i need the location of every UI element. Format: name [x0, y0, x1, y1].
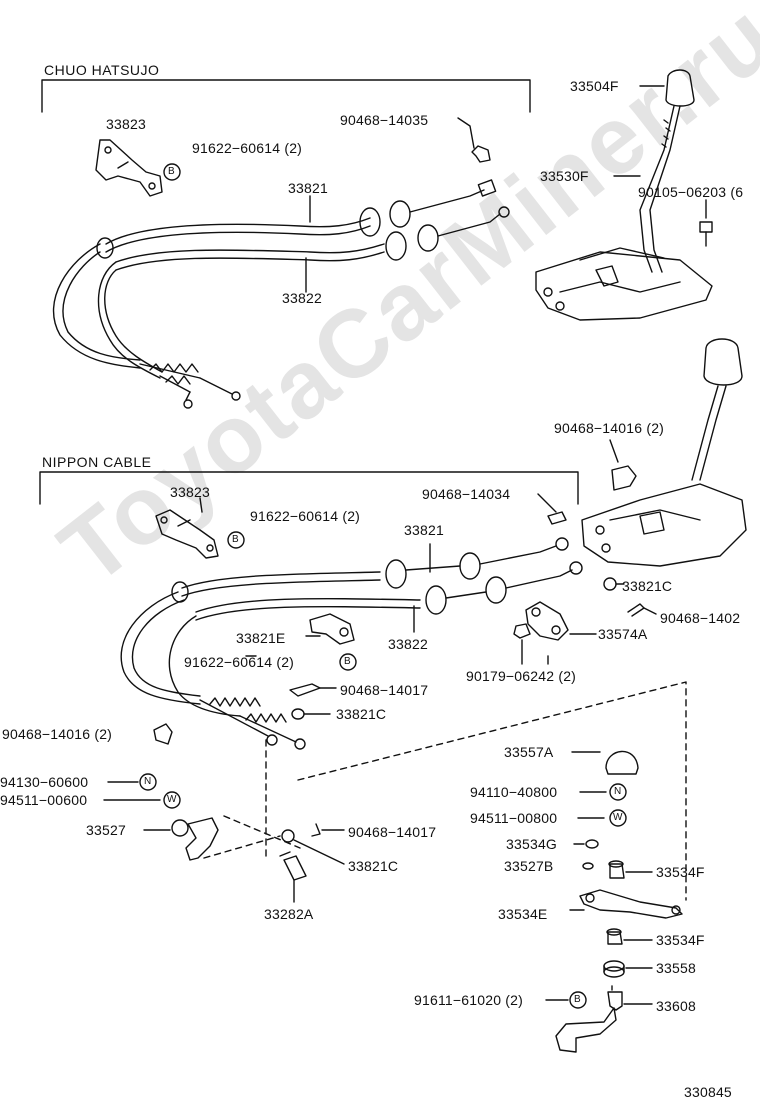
part-label-90179: 90179−06242 (2) [466, 668, 577, 684]
bushing-33527B [582, 862, 594, 870]
shifter-base-top [535, 247, 713, 321]
part-label-91622: 91622−60614 (2) [184, 654, 295, 670]
part-label-33821: 33821 [288, 180, 328, 196]
part-label-33822: 33822 [388, 636, 428, 652]
part-label-33821E: 33821E [236, 630, 286, 646]
part-label-91611: 91611−61020 (2) [414, 992, 523, 1008]
clip-90468-14017-b [311, 823, 345, 837]
part-label-91622: 91622−60614 (2) [192, 140, 303, 156]
lever-33527 [143, 817, 219, 861]
grommet-33821C-a [291, 708, 331, 720]
part-label-94130: 94130−60600 [0, 774, 89, 790]
part-label-90468-14017: 90468−14017 [348, 824, 437, 840]
cable-33822-top [97, 206, 510, 409]
bushing-33534F-b [606, 928, 653, 945]
part-label-33530F: 33530F [540, 168, 589, 184]
symbol-circles [139, 163, 627, 1009]
pin-detail-33282A [279, 851, 291, 857]
grommet-33821C-b [281, 829, 345, 865]
part-label-33534G: 33534G [506, 836, 558, 852]
clip-90468-14016-right [609, 439, 637, 491]
clip-90468-14017-a [289, 683, 337, 697]
washer-33534G [585, 839, 599, 849]
lever-33534E [569, 889, 683, 919]
part-label-33527B: 33527B [504, 858, 554, 874]
diagram-number: 330845 [684, 1084, 732, 1100]
symbol-b: B [168, 166, 175, 177]
symbol-b: B [574, 994, 581, 1005]
nut-90179 [513, 623, 531, 665]
part-label-91622: 91622−60614 (2) [250, 508, 361, 524]
clip-33821E [305, 613, 355, 645]
symbol-w: W [613, 812, 623, 823]
symbol-n: N [614, 786, 622, 797]
part-label-33821C: 33821C [336, 706, 387, 722]
part-label-33558: 33558 [656, 960, 696, 976]
knob-33504F [639, 69, 695, 107]
bracket-33823-mid [155, 497, 219, 559]
part-label-33534E: 33534E [498, 906, 548, 922]
part-label-33534F: 33534F [656, 864, 705, 880]
bushing-33534F-a [608, 860, 653, 879]
part-label-33821: 33821 [404, 522, 444, 538]
part-label-90468-14035: 90468−14035 [340, 112, 429, 128]
part-label-33823: 33823 [106, 116, 146, 132]
grommet-33821C-right [603, 577, 625, 591]
knob-right-mid [703, 338, 743, 386]
part-label-94511-00600: 94511−00600 [0, 792, 88, 808]
part-label-33823: 33823 [170, 484, 210, 500]
symbol-n: N [144, 776, 152, 787]
part-label-33821C: 33821C [622, 578, 673, 594]
cable-33821-top [52, 179, 497, 401]
part-label-90468-14016-left: 90468−14016 (2) [2, 726, 113, 742]
section-title-chuo: CHUO HATSUJO [44, 62, 160, 78]
part-label-33608: 33608 [656, 998, 696, 1014]
part-label-94511-00800: 94511−00800 [470, 810, 558, 826]
clip-90468-1402 [627, 603, 657, 617]
plate-33574A [525, 601, 597, 641]
part-label-90105: 90105−06203 (6 [638, 184, 744, 200]
clip-90468-14016-left [153, 723, 173, 745]
clip-90468-14035 [457, 117, 491, 163]
part-label-90468-14034: 90468−14034 [422, 486, 511, 502]
symbol-b: B [344, 656, 351, 667]
clip-90468-14034 [537, 493, 567, 525]
part-label-33282A: 33282A [264, 906, 314, 922]
collar-33558 [603, 960, 653, 978]
part-label-90468-14016-right: 90468−14016 (2) [554, 420, 665, 436]
bolt-90105 [699, 199, 713, 247]
section-title-nippon: NIPPON CABLE [42, 454, 152, 470]
part-label-94110: 94110−40800 [470, 784, 558, 800]
part-label-33504F: 33504F [570, 78, 619, 94]
lever-right-mid [691, 385, 727, 481]
part-label-33557A: 33557A [504, 744, 554, 760]
part-label-33534F: 33534F [656, 932, 705, 948]
boot-33557A [571, 750, 639, 775]
cable-33822-mid [168, 561, 583, 750]
symbol-w: W [167, 794, 177, 805]
part-label-33527: 33527 [86, 822, 126, 838]
part-label-90468-1402: 90468−1402 [660, 610, 741, 626]
part-label-33574A: 33574A [598, 626, 648, 642]
arm-33608 [555, 985, 653, 1053]
part-label-33821C: 33821C [348, 858, 399, 874]
pin-33282A [283, 855, 307, 903]
part-label-90468-14017: 90468−14017 [340, 682, 429, 698]
bracket-33823-top [95, 139, 163, 197]
part-label-33822: 33822 [282, 290, 322, 306]
shifter-base-mid [581, 483, 747, 567]
chuo-section-bracket [41, 79, 531, 113]
nippon-section-bracket [39, 471, 579, 505]
cable-33821-mid [120, 537, 569, 746]
symbol-b: B [232, 534, 239, 545]
